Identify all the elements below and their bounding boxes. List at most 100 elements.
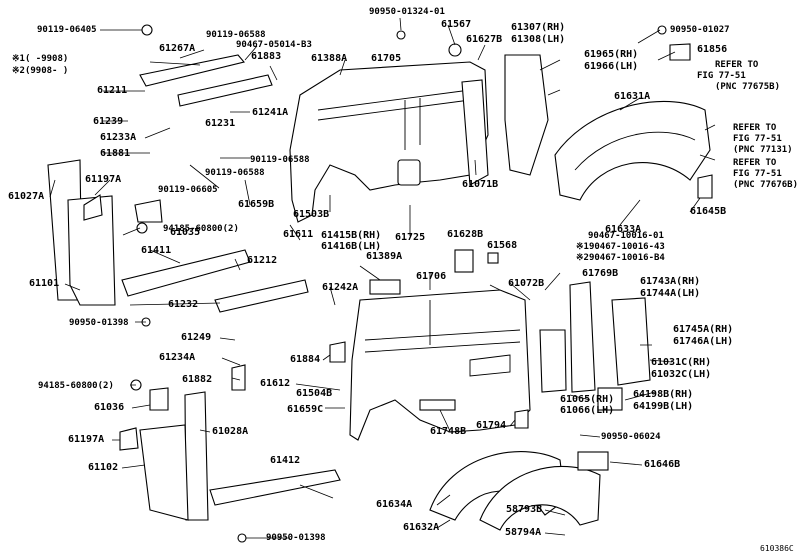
label-61725: 61725 [395, 232, 426, 243]
label-61628B: 61628B [447, 229, 484, 240]
label-61242A: 61242A [322, 282, 359, 293]
bracket-61389A [369, 279, 401, 295]
refer-1-line-3: (PNC 77675B) [715, 82, 781, 92]
label-61415B: 61415B(RH) [321, 230, 382, 241]
label-58793B: 58793B [506, 504, 543, 515]
plate-61197A-bot [119, 427, 139, 451]
label-61627B: 61627B [466, 34, 503, 45]
label-61308: 61308(LH) [511, 34, 566, 45]
label-61504B: 61504B [296, 388, 333, 399]
label-61748B: 61748B [430, 426, 467, 437]
label-61567: 61567 [441, 19, 472, 30]
pillar-front-inner [67, 195, 116, 306]
label-61027A: 61027A [8, 191, 45, 202]
label-90950-01027: 90950-01027 [670, 25, 730, 35]
legend-item-1: ※1( -9908) [12, 54, 69, 64]
label-61645B: 61645B [690, 206, 727, 217]
roof-rail-upper [139, 54, 245, 87]
bracket-61794 [514, 409, 529, 429]
clip-61567 [448, 43, 462, 57]
label-61231: 61231 [205, 118, 236, 129]
label-61212: 61212 [247, 255, 278, 266]
inner-pillar-right [569, 281, 596, 393]
label-90119-06405: 90119-06405 [37, 25, 97, 35]
label-61101: 61101 [29, 278, 60, 289]
label-61631A: 61631A [614, 91, 651, 102]
bracket-61884 [329, 341, 346, 363]
label-61611: 61611 [283, 229, 314, 240]
bracket-61035 [134, 199, 163, 223]
label-61066: 61066(LH) [560, 405, 615, 416]
grommet-90950-01398b [237, 533, 247, 543]
label-90119-06605: 90119-06605 [158, 185, 218, 195]
label-61241A: 61241A [252, 107, 289, 118]
label-61411: 61411 [141, 245, 172, 256]
label-61634A: 61634A [376, 499, 413, 510]
label-61632A: 61632A [403, 522, 440, 533]
label-61856: 61856 [697, 44, 728, 55]
quarter-panel-lower [349, 289, 531, 441]
label-90950-01324-01: 90950-01324-01 [369, 7, 445, 17]
label-61031C: 61031C(RH) [651, 357, 712, 368]
label-90950-06024: 90950-06024 [601, 432, 661, 442]
pillar-rear-inner [139, 424, 189, 521]
label-61416B: 61416B(LH) [321, 241, 382, 252]
label-61659B: 61659B [238, 199, 275, 210]
legend-item-2: ※2(9908- ) [12, 66, 69, 76]
label-64199B: 64199B(LH) [633, 401, 694, 412]
label-61744A: 61744A(LH) [640, 288, 701, 299]
refer-3-line-3: (PNC 77676B) [733, 180, 799, 190]
cover-64198B [597, 387, 623, 411]
refer-3-line-1: REFER TO [733, 158, 777, 168]
label-61267A: 61267A [159, 43, 196, 54]
label-61882: 61882 [182, 374, 213, 385]
label-61072B: 61072B [508, 278, 545, 289]
bracket-61882 [231, 364, 246, 391]
label-61249: 61249 [181, 332, 212, 343]
refer-1-line-2: FIG 77-51 [697, 71, 746, 81]
label-61659C: 61659C [287, 404, 324, 415]
label-61412: 61412 [270, 455, 301, 466]
label-61966: 61966(LH) [584, 61, 639, 72]
bracket-61628B [454, 249, 474, 273]
wheel-arch-liner [479, 465, 601, 531]
quarter-inner-panel [504, 54, 549, 176]
label-61706: 61706 [416, 271, 447, 282]
label-61239: 61239 [93, 116, 124, 127]
label-61745A: 61745A(RH) [673, 324, 734, 335]
fuel-door [397, 159, 421, 186]
label-61883: 61883 [251, 51, 282, 62]
label-61769B: 61769B [582, 268, 619, 279]
label-61035: 61035 [170, 227, 201, 238]
label-58794A: 58794A [505, 527, 542, 538]
bracket-61036 [149, 387, 169, 411]
label-61743A: 61743A(RH) [640, 276, 701, 287]
refer-3-line-2: FIG 77-51 [733, 169, 782, 179]
label-90467-10016-B4: ※290467-10016-B4 [576, 253, 665, 263]
clip-61568 [487, 252, 499, 264]
label-61746A: 61746A(LH) [673, 336, 734, 347]
label-61071B: 61071B [462, 179, 499, 190]
label-61233A: 61233A [100, 132, 137, 143]
label-90950-01398-a: 90950-01398 [69, 318, 129, 328]
refer-1-line-1: REFER TO [715, 60, 759, 70]
label-61211: 61211 [97, 85, 128, 96]
label-61633A: 61633A [605, 224, 642, 235]
inner-pillar-panel [611, 297, 651, 386]
label-61388A: 61388A [311, 53, 348, 64]
label-61881: 61881 [100, 148, 131, 159]
label-90119-06588-a: 90119-06588 [206, 30, 266, 40]
grommet-90950-01027 [657, 25, 667, 35]
nut-94185-a [136, 222, 148, 234]
wheel-house-outer [554, 100, 711, 201]
refer-2-line-2: FIG 77-51 [733, 134, 782, 144]
bolt-90119-06405 [141, 24, 153, 36]
label-61965: 61965(RH) [584, 49, 639, 60]
label-90467-05014: 90467-05014-B3 [236, 40, 312, 50]
refer-2-line-1: REFER TO [733, 123, 777, 133]
label-90467-10016-01: 90467-10016-01 [588, 231, 664, 241]
pillar-rear [184, 391, 209, 521]
label-61197A-top: 61197A [85, 174, 122, 185]
